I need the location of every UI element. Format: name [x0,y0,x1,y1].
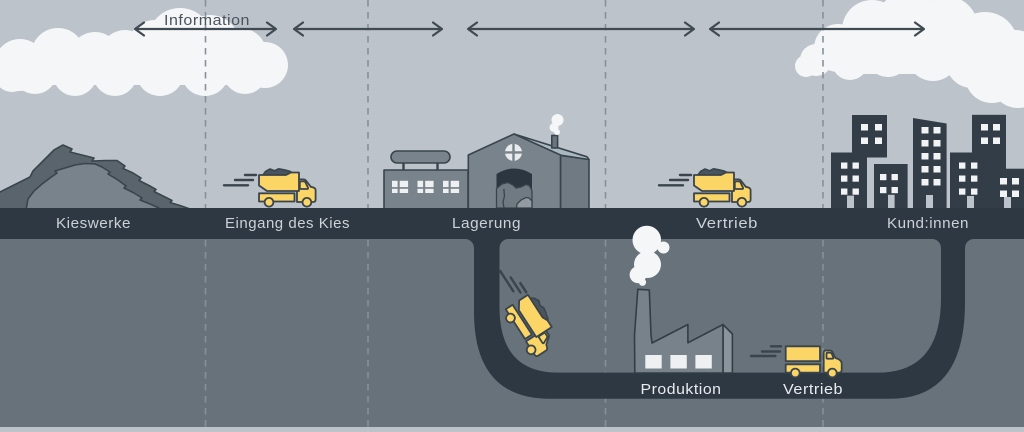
svg-text:Eingang des Kies: Eingang des Kies [225,216,350,232]
svg-text:Lagerung: Lagerung [452,216,521,232]
svg-text:Vertrieb: Vertrieb [696,216,758,232]
svg-text:Vertrieb: Vertrieb [783,381,843,398]
svg-text:Kund:innen: Kund:innen [887,216,969,232]
svg-text:Information: Information [164,12,250,29]
svg-text:Kieswerke: Kieswerke [56,216,131,232]
svg-text:Produktion: Produktion [641,381,722,398]
